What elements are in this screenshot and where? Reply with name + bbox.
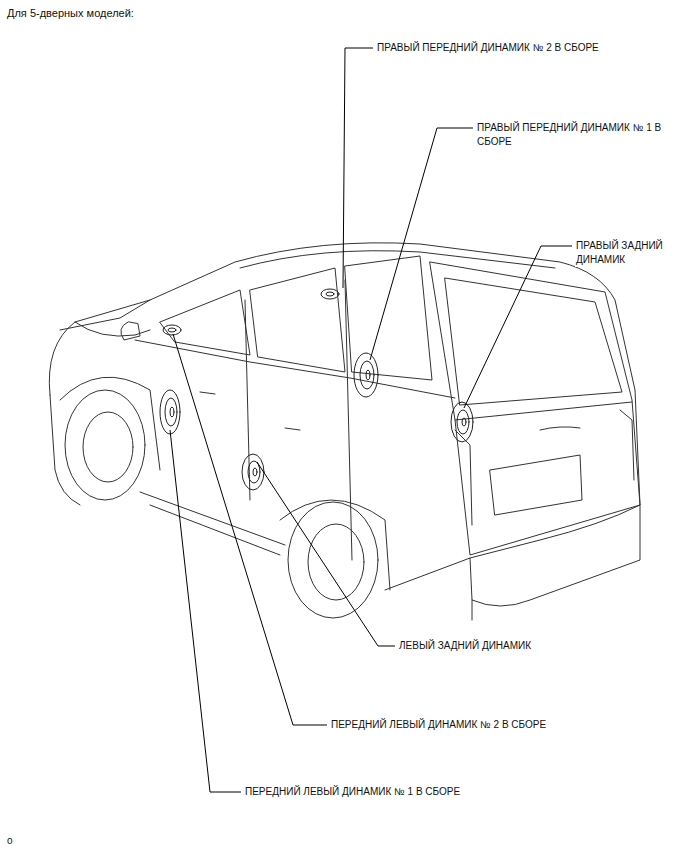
figure-code: o — [6, 834, 14, 848]
part-label: ПЕРЕДНИЙ ЛЕВЫЙ ДИНАМИК № 2 В СБОРЕ — [330, 718, 547, 732]
part-label: ПРАВЫЙ ПЕРЕДНИЙ ДИНАМИК № 1 В СБОРЕ — [476, 121, 673, 149]
part-label: ПЕРЕДНИЙ ЛЕВЫЙ ДИНАМИК № 1 В СБОРЕ — [244, 785, 461, 799]
part-label: ПРАВЫЙ ПЕРЕДНИЙ ДИНАМИК № 2 В СБОРЕ — [376, 41, 600, 55]
part-label: ПРАВЫЙ ЗАДНИЙ ДИНАМИК — [575, 239, 682, 267]
page-title: Для 5-дверных моделей: — [6, 6, 135, 20]
part-label: ЛЕВЫЙ ЗАДНИЙ ДИНАМИК — [398, 639, 532, 653]
